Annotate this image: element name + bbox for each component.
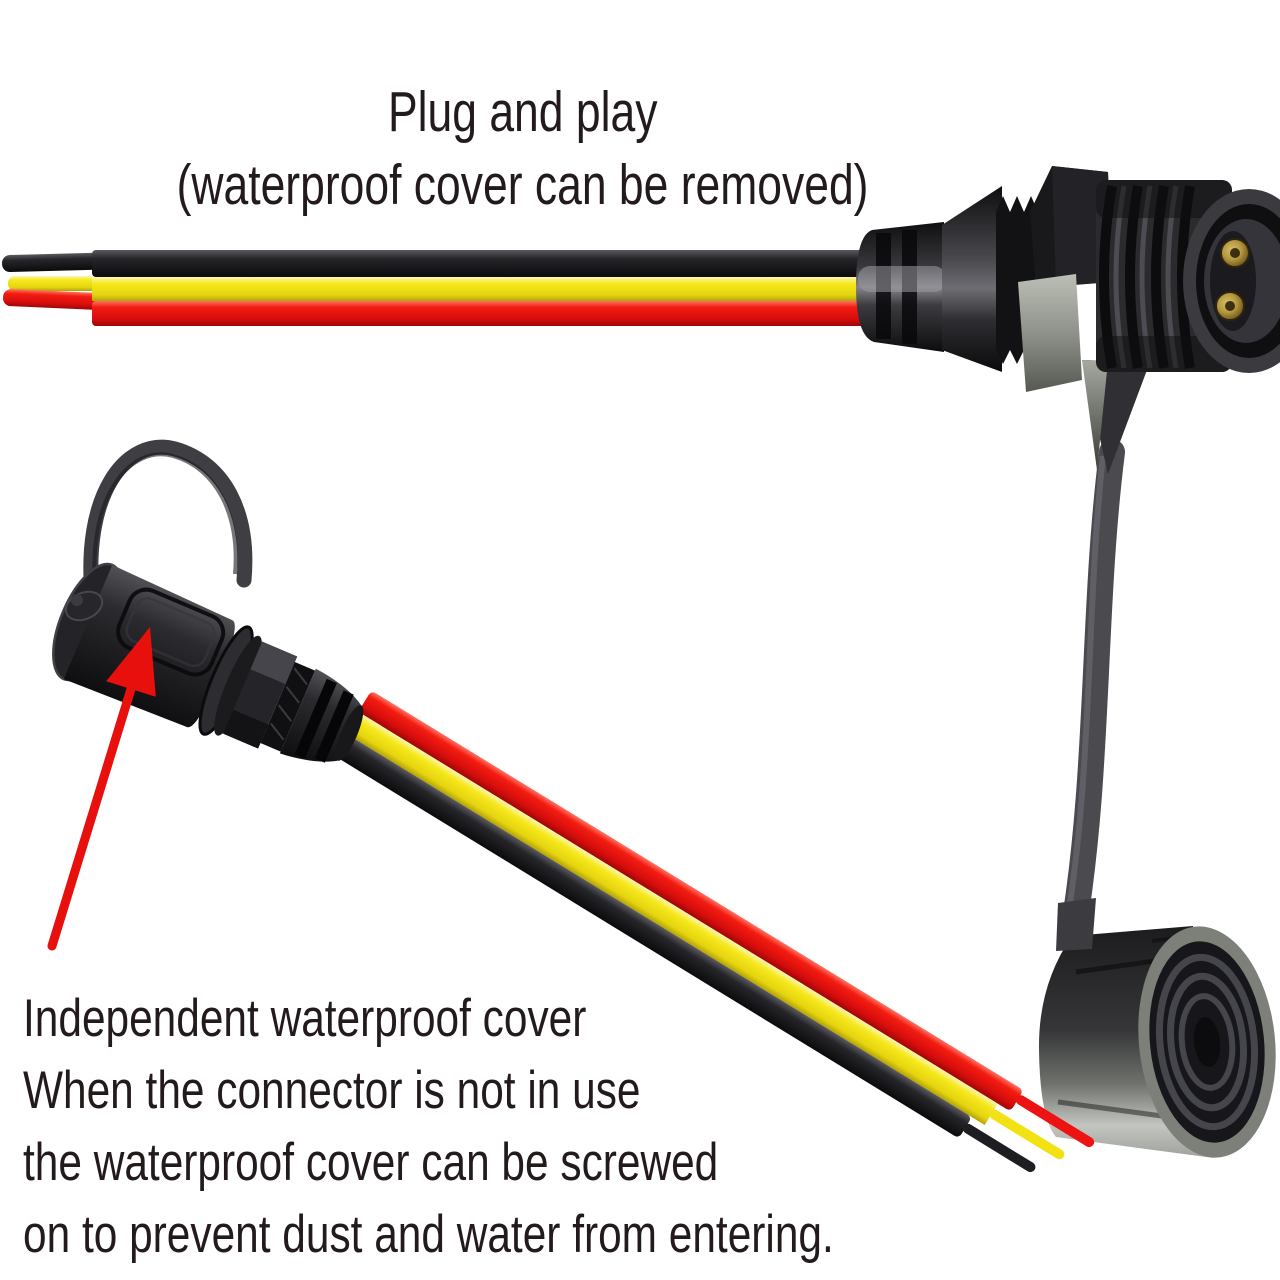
arrow-shaft <box>47 684 136 951</box>
arrow-head <box>106 627 156 697</box>
cover-panel-inner-seam <box>125 596 216 668</box>
wire-black <box>334 734 971 1137</box>
barrel-top-shade <box>1096 180 1232 218</box>
cover-panel-seam <box>116 587 226 677</box>
cap-strap-tab <box>1056 898 1096 951</box>
wire-red <box>92 301 874 326</box>
top-caption-line2: (waterproof cover can be removed) <box>177 153 869 217</box>
panel-mount-connector <box>856 166 1280 474</box>
bail-inner-shade <box>92 452 238 599</box>
bail-loop <box>83 439 253 612</box>
stripped-tip-black <box>2 252 100 273</box>
waterproof-cover-cap <box>1038 898 1276 1158</box>
boot-highlight <box>858 266 946 292</box>
stripped-tip-red <box>2 289 104 310</box>
cap-strap <box>1060 439 1125 945</box>
wire-yellow <box>92 277 874 301</box>
cap-slot <box>1057 1099 1163 1119</box>
bottom-caption-line3: the waterproof cover can be screwed <box>23 1133 719 1192</box>
cap-interior-center <box>1193 1017 1221 1067</box>
bottom-caption-line1: Independent waterproof cover <box>23 989 587 1048</box>
contact-pin-core <box>1225 301 1235 311</box>
boot-groove <box>314 690 354 763</box>
cap-opening <box>1138 926 1276 1158</box>
strap-edge-highlight <box>1063 455 1106 929</box>
pointer-arrow <box>47 627 156 951</box>
boot-groove <box>294 678 337 759</box>
knurl-texture <box>270 667 308 741</box>
connector-face <box>1183 189 1280 373</box>
pigtail-cable-diagonal <box>334 692 1095 1173</box>
wire-yellow <box>345 711 998 1125</box>
barrel-bottom-shade <box>1096 336 1232 372</box>
bottom-caption-line4: on to prevent dust and water from enteri… <box>23 1205 834 1264</box>
hex-nut-bottom-facet <box>223 709 269 749</box>
flange-wing-highlight <box>1082 360 1108 470</box>
capped-connector <box>52 562 364 763</box>
boot-end <box>335 705 364 761</box>
top-caption-line1: Plug and play <box>388 80 658 144</box>
bottom-caption-line2: When the connector is not in use <box>23 1061 641 1120</box>
wire-red <box>360 692 1022 1110</box>
cover-rim-ring2 <box>214 635 262 736</box>
strain-taper <box>942 186 1002 372</box>
stripped-tip-yellow <box>8 276 97 291</box>
bail-pivot <box>64 590 104 622</box>
bail-band <box>83 439 253 612</box>
pigtail-cable-top <box>2 250 874 326</box>
wire-black <box>92 250 874 277</box>
bottom-caption: Independent waterproof cover When the co… <box>23 983 1036 1271</box>
stripped-tip-red <box>1015 1095 1095 1148</box>
pivot-cap <box>71 594 83 606</box>
strap-band <box>1060 439 1125 945</box>
hex-nut-top-facet <box>250 641 298 685</box>
mount-flange <box>1018 274 1082 392</box>
stripped-tip-black <box>963 1123 1036 1173</box>
top-caption: Plug and play (waterproof cover can be r… <box>63 76 983 222</box>
contact-pin-core <box>1230 248 1240 258</box>
stripped-tip-yellow <box>989 1109 1065 1160</box>
